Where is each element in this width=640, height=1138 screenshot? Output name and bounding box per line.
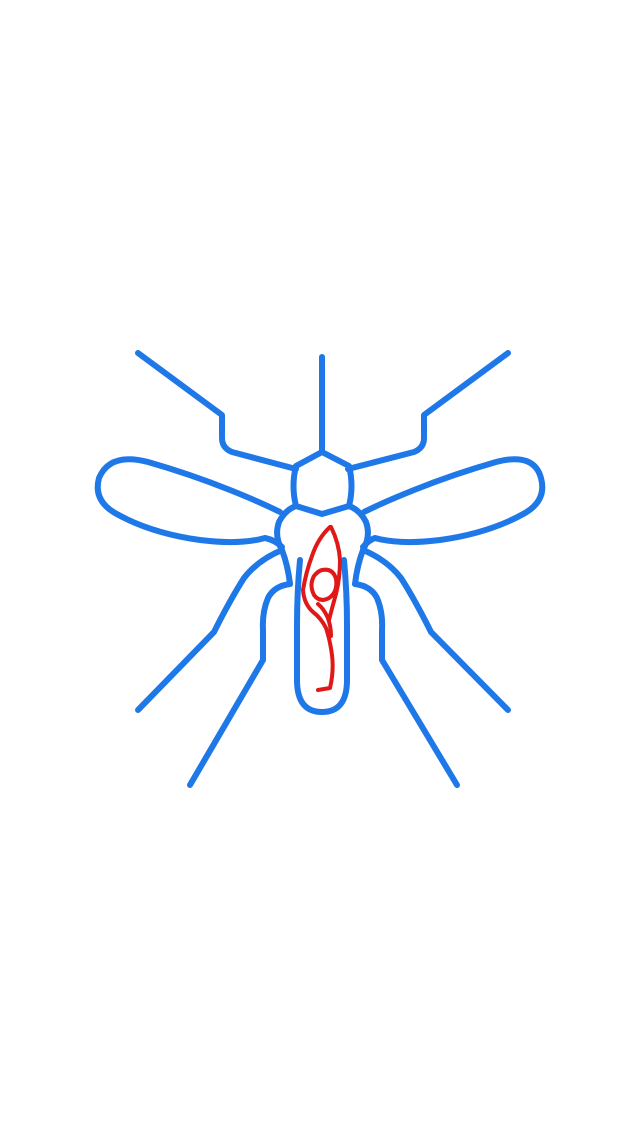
leg-rear-left (187, 581, 293, 788)
parasite-body (301, 525, 335, 692)
mosquito-outline (94, 350, 546, 788)
thorax (274, 503, 371, 587)
parasite-icon (301, 525, 342, 692)
wing-left (94, 456, 285, 550)
abdomen (294, 557, 350, 715)
head (290, 449, 355, 517)
leg-front-right (360, 547, 511, 713)
antenna-left (135, 350, 299, 472)
parasite-core (309, 525, 342, 622)
leg-front-left (135, 547, 285, 713)
wing-right (360, 456, 546, 550)
antenna-right (345, 350, 511, 472)
parasite-tail (316, 602, 333, 638)
leg-rear-right (352, 581, 460, 788)
